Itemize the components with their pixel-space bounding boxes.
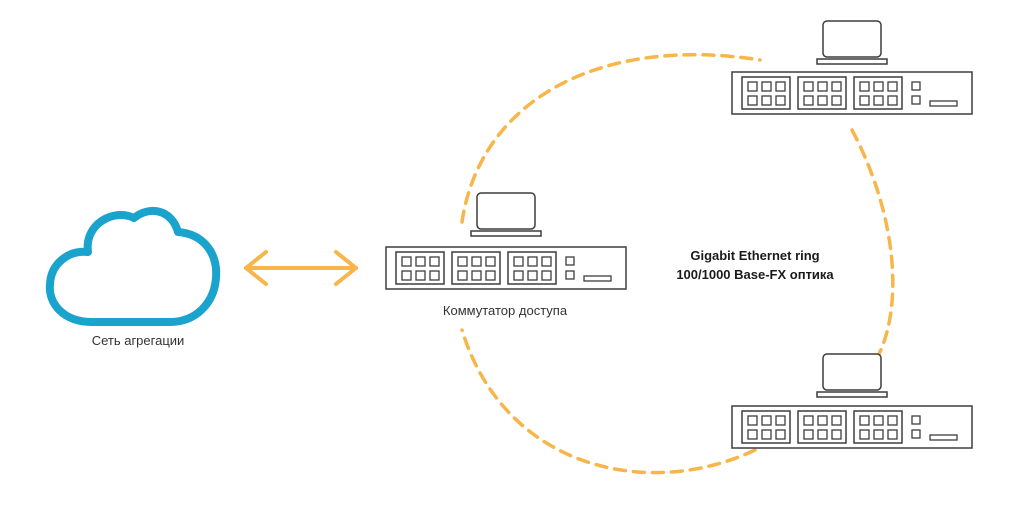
ring-description: Gigabit Ethernet ring 100/1000 Base-FX о… [640,246,870,284]
cloud-icon [45,206,221,326]
ring-title: Gigabit Ethernet ring [690,248,820,263]
bidirectional-arrow-icon [244,250,358,286]
ring-switch-bottom-icon [732,406,972,448]
access-switch-icon [386,247,626,289]
gigabit-ring-link [460,52,895,475]
ring-subtitle: 100/1000 Base-FX оптика [676,267,834,282]
laptop-icon [816,20,888,65]
access-switch-label: Коммутатор доступа [442,303,568,318]
ring-switch-top-icon [732,72,972,114]
laptop-icon [816,353,888,398]
laptop-icon [470,192,542,237]
aggregation-network-label: Сеть агрегации [91,333,185,348]
